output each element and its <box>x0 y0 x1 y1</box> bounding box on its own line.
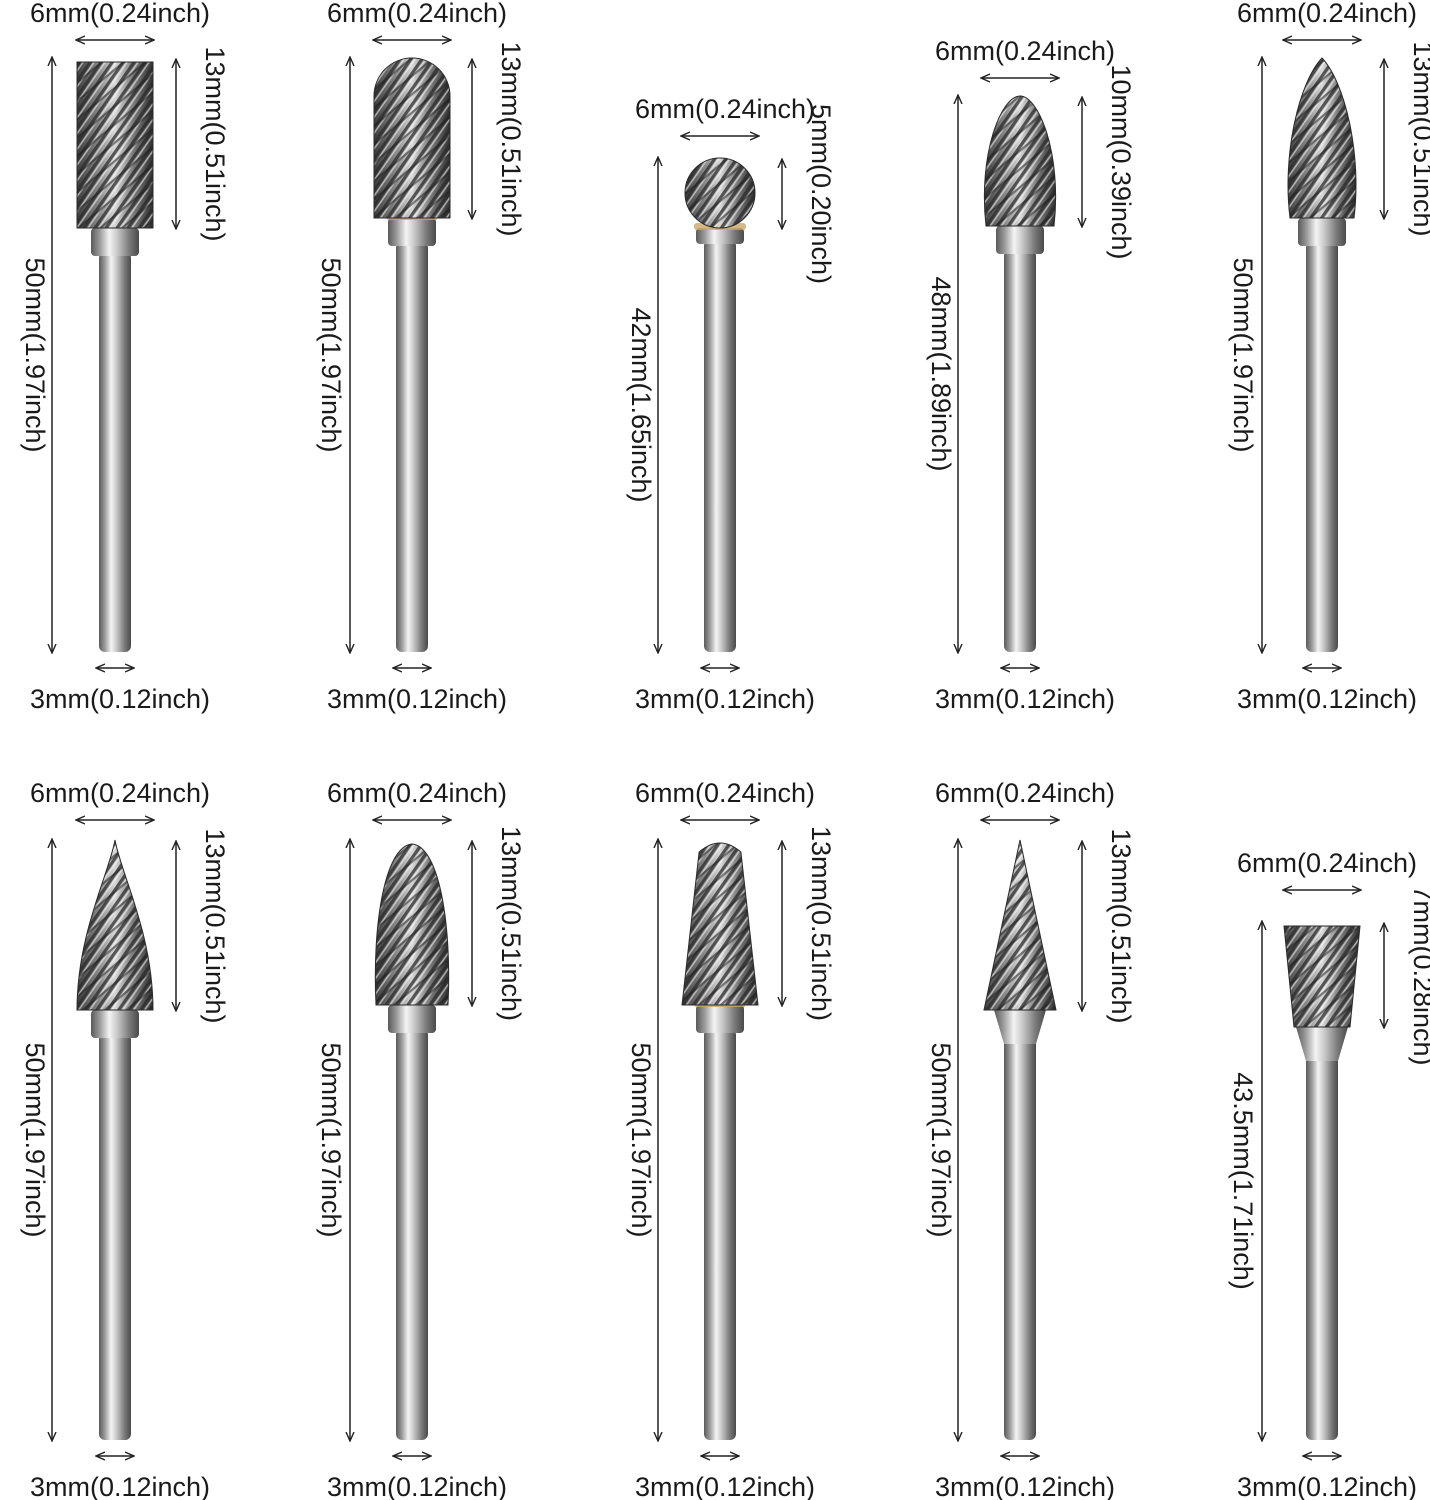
burr-8: 6mm(0.24inch) 13mm(0.51inch) 50mm(1.97inch… <box>626 778 836 1500</box>
head-outline <box>983 95 1057 227</box>
collar <box>91 228 139 256</box>
total-length-label: 50mm(1.97inch) <box>1228 257 1258 452</box>
collar <box>388 218 436 246</box>
shank <box>396 242 428 652</box>
total-length-label: 42mm(1.65inch) <box>626 307 656 502</box>
crosscut-texture <box>984 96 1056 226</box>
shank <box>1004 250 1036 652</box>
crosscut-texture <box>375 844 449 1005</box>
head-length-label: 13mm(0.51inch) <box>806 826 836 1021</box>
head-length-label: 13mm(0.51inch) <box>1106 828 1136 1023</box>
head-diameter-label: 6mm(0.24inch) <box>30 778 210 808</box>
neck <box>1296 1027 1348 1061</box>
shank <box>396 1029 428 1440</box>
crosscut-texture <box>77 840 153 1010</box>
head-diameter-label: 6mm(0.24inch) <box>30 0 210 28</box>
head-diameter-label: 6mm(0.24inch) <box>935 778 1115 808</box>
head-outline <box>1287 57 1357 219</box>
shank-diameter-label: 3mm(0.12inch) <box>635 684 815 714</box>
head-diameter-label: 6mm(0.24inch) <box>935 36 1115 66</box>
head-diameter-label: 6mm(0.24inch) <box>635 778 815 808</box>
shank-diameter-label: 3mm(0.12inch) <box>1237 1472 1417 1500</box>
collar <box>696 1005 744 1033</box>
crosscut-texture <box>682 843 758 1005</box>
shank <box>1306 242 1338 652</box>
shank-diameter-label: 3mm(0.12inch) <box>30 1472 210 1500</box>
burr-7: 6mm(0.24inch) 13mm(0.51inch) 50mm(1.97inch… <box>316 778 526 1500</box>
head-diameter-label: 6mm(0.24inch) <box>1237 848 1417 878</box>
crosscut-texture <box>1284 926 1360 1027</box>
shank-diameter-label: 3mm(0.12inch) <box>935 1472 1115 1500</box>
shank-diameter-label: 3mm(0.12inch) <box>1237 684 1417 714</box>
burr-1: 6mm(0.24inch) 13mm(0.51inch) 50mm(1.97inch… <box>20 0 230 714</box>
shank <box>99 1034 131 1440</box>
burr-2: 6mm(0.24inch) 13mm(0.51inch) 50mm(1.97inch… <box>316 0 526 714</box>
head-outline <box>684 157 756 229</box>
total-length-label: 50mm(1.97inch) <box>626 1042 656 1237</box>
head-diameter-label: 6mm(0.24inch) <box>327 778 507 808</box>
burr-4: 6mm(0.24inch)10mm(0.39inch) 48mm(1.89inch… <box>926 36 1136 714</box>
head-outline <box>1283 925 1361 1028</box>
burr-6: 6mm(0.24inch) 13mm(0.51inch) 50mm(1.97inch… <box>20 778 230 1500</box>
shank <box>1306 1051 1338 1440</box>
shank-diameter-label: 3mm(0.12inch) <box>935 684 1115 714</box>
collar <box>1298 218 1346 246</box>
total-length-label: 50mm(1.97inch) <box>20 257 50 452</box>
shank-diameter-label: 3mm(0.12inch) <box>327 684 507 714</box>
burr-5: 6mm(0.24inch) 13mm(0.51inch) 50mm(1.97inch… <box>1228 0 1430 714</box>
total-length-label: 50mm(1.97inch) <box>316 257 346 452</box>
collar <box>696 228 744 244</box>
head-outline <box>76 839 154 1011</box>
shank <box>1004 1034 1036 1440</box>
head-length-label: 13mm(0.51inch) <box>496 826 526 1021</box>
head-outline <box>76 61 154 229</box>
head-outline <box>374 843 450 1006</box>
collar <box>388 1005 436 1033</box>
crosscut-texture <box>374 58 450 218</box>
head-length-label: 5mm(0.20inch) <box>806 104 836 284</box>
burr-9: 6mm(0.24inch) 13mm(0.51inch) 50mm(1.97inch… <box>926 778 1136 1500</box>
shank-diameter-label: 3mm(0.12inch) <box>30 684 210 714</box>
neck <box>994 1010 1046 1044</box>
shank <box>704 240 736 652</box>
burr-10: 6mm(0.24inch) 7mm(0.28inch) 43.5mm(1.71inc… <box>1228 848 1430 1500</box>
total-length-label: 50mm(1.97inch) <box>316 1042 346 1237</box>
head-length-label: 13mm(0.51inch) <box>200 828 230 1023</box>
head-outline <box>983 839 1057 1011</box>
burr-3: 6mm(0.24inch)5mm(0.20inch) 42mm(1.65inch)… <box>626 94 836 714</box>
head-length-label: 13mm(0.51inch) <box>200 46 230 241</box>
head-diameter-label: 6mm(0.24inch) <box>635 94 815 124</box>
crosscut-texture <box>685 158 755 228</box>
collar <box>91 1010 139 1038</box>
head-length-label: 7mm(0.28inch) <box>1408 885 1430 1065</box>
total-length-label: 50mm(1.97inch) <box>20 1042 50 1237</box>
total-length-label: 48mm(1.89inch) <box>926 276 956 471</box>
head-diameter-label: 6mm(0.24inch) <box>1237 0 1417 28</box>
total-length-label: 43.5mm(1.71inch) <box>1228 1072 1258 1290</box>
crosscut-texture <box>1288 58 1356 218</box>
head-diameter-label: 6mm(0.24inch) <box>327 0 507 28</box>
crosscut-texture <box>77 62 153 228</box>
head-outline <box>373 57 451 219</box>
head-outline <box>681 842 759 1006</box>
collar <box>996 226 1044 254</box>
total-length-label: 50mm(1.97inch) <box>926 1042 956 1237</box>
shank-diameter-label: 3mm(0.12inch) <box>327 1472 507 1500</box>
shank <box>704 1029 736 1440</box>
crosscut-texture <box>984 840 1056 1010</box>
shank <box>99 252 131 652</box>
head-length-label: 13mm(0.51inch) <box>1408 41 1430 236</box>
head-length-label: 13mm(0.51inch) <box>496 41 526 236</box>
head-length-label: 10mm(0.39inch) <box>1106 64 1136 259</box>
shank-diameter-label: 3mm(0.12inch) <box>635 1472 815 1500</box>
